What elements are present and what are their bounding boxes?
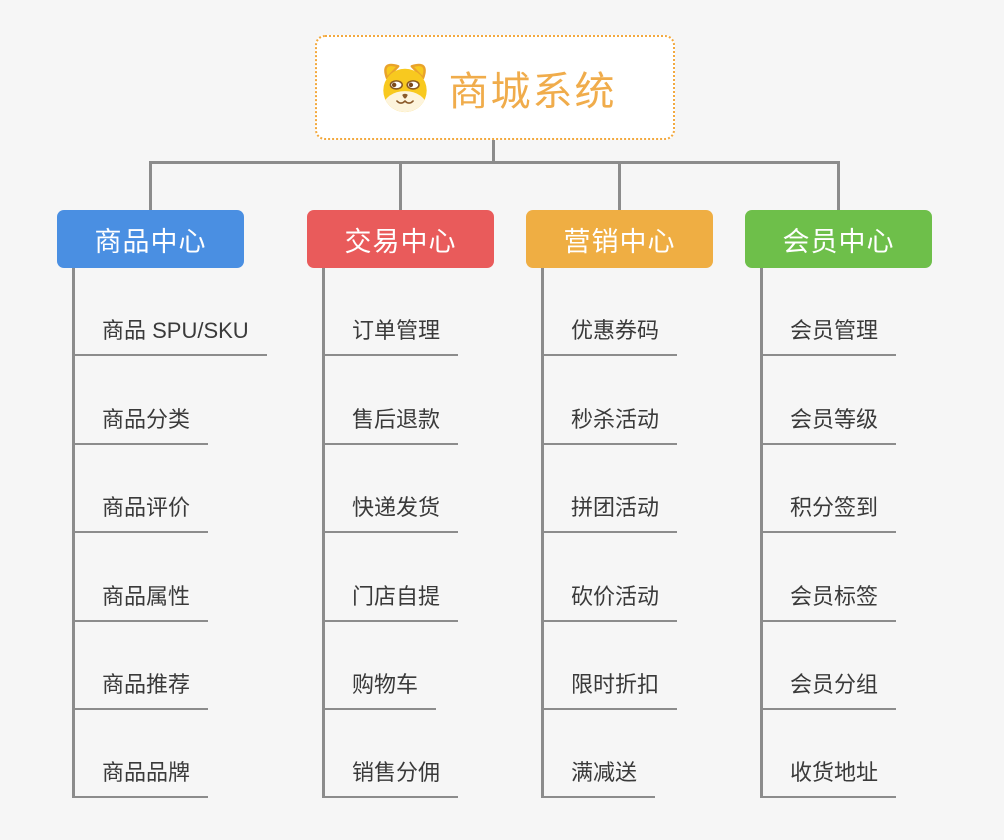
subtopic-node[interactable]: 拼团活动: [541, 490, 678, 534]
subtopic-row: 商品品牌: [72, 710, 267, 799]
root-title: 商城系统: [448, 69, 617, 114]
subtopic-row: 会员标签: [760, 533, 932, 622]
subtopic-row: 收货地址: [760, 710, 932, 799]
subtopic-node[interactable]: 优惠券码: [541, 313, 678, 357]
branch-node[interactable]: 交易中心: [307, 210, 494, 268]
subtopic-node[interactable]: 商品分类: [72, 402, 209, 445]
branch-column: 营销中心优惠券码秒杀活动拼团活动砍价活动限时折扣满减送: [526, 210, 713, 799]
connector-branch-drop: [149, 161, 152, 210]
subtopic-node[interactable]: 商品 SPU/SKU: [72, 313, 267, 357]
branch-node[interactable]: 会员中心: [745, 210, 932, 268]
branch-column: 会员中心会员管理会员等级积分签到会员标签会员分组收货地址: [745, 210, 932, 799]
subtopic-row: 会员分组: [760, 622, 932, 710]
subtopic-node[interactable]: 积分签到: [760, 490, 897, 534]
subtopic-node[interactable]: 收货地址: [760, 755, 897, 799]
subtopic-list: 优惠券码秒杀活动拼团活动砍价活动限时折扣满减送: [541, 268, 713, 799]
subtopic-row: 售后退款: [322, 356, 494, 445]
connector-root-drop: [492, 140, 495, 163]
subtopic-row: 快递发货: [322, 445, 494, 534]
branch-column: 商品中心商品 SPU/SKU 商品分类商品评价商品属性商品推荐商品品牌: [57, 210, 267, 799]
branch-node[interactable]: 商品中心: [57, 210, 244, 268]
subtopic-node[interactable]: 会员等级: [760, 402, 897, 445]
connector-branch-drop: [618, 161, 621, 210]
subtopic-row: 订单管理: [322, 268, 494, 357]
subtopic-row: 会员管理: [760, 268, 932, 357]
subtopic-row: 秒杀活动: [541, 356, 713, 445]
subtopic-list: 商品 SPU/SKU 商品分类商品评价商品属性商品推荐商品品牌: [72, 268, 267, 799]
connector-branch-drop: [837, 161, 840, 210]
subtopic-node[interactable]: 购物车: [322, 667, 437, 710]
subtopic-node[interactable]: 商品推荐: [72, 667, 209, 710]
subtopic-list: 会员管理会员等级积分签到会员标签会员分组收货地址: [760, 268, 932, 799]
subtopic-row: 满减送: [541, 710, 713, 799]
subtopic-node[interactable]: 商品品牌: [72, 755, 209, 799]
subtopic-node[interactable]: 会员分组: [760, 667, 897, 710]
subtopic-row: 限时折扣: [541, 622, 713, 710]
subtopic-row: 商品属性: [72, 533, 267, 622]
subtopic-row: 购物车: [322, 622, 494, 710]
root-node[interactable]: 商城系统: [315, 35, 675, 140]
subtopic-row: 拼团活动: [541, 445, 713, 534]
subtopic-node[interactable]: 销售分佣: [322, 755, 459, 799]
subtopic-node[interactable]: 商品属性: [72, 579, 209, 622]
subtopic-row: 商品 SPU/SKU: [72, 268, 267, 357]
subtopic-row: 商品评价: [72, 445, 267, 534]
subtopic-row: 砍价活动: [541, 533, 713, 622]
subtopic-node[interactable]: 订单管理: [322, 313, 459, 357]
subtopic-row: 商品分类: [72, 356, 267, 445]
subtopic-row: 门店自提: [322, 533, 494, 622]
subtopic-node[interactable]: 秒杀活动: [541, 402, 678, 445]
subtopic-node[interactable]: 快递发货: [322, 490, 459, 534]
subtopic-node[interactable]: 砍价活动: [541, 579, 678, 622]
branch-column: 交易中心订单管理售后退款快递发货门店自提购物车销售分佣: [307, 210, 494, 799]
subtopic-node[interactable]: 会员管理: [760, 313, 897, 357]
subtopic-node[interactable]: 售后退款: [322, 402, 459, 445]
branch-node[interactable]: 营销中心: [526, 210, 713, 268]
subtopic-node[interactable]: 门店自提: [322, 579, 459, 622]
connector-horizontal: [150, 161, 840, 164]
subtopic-row: 商品推荐: [72, 622, 267, 710]
subtopic-row: 会员等级: [760, 356, 932, 445]
subtopic-row: 积分签到: [760, 445, 932, 534]
subtopic-node[interactable]: 满减送: [541, 755, 656, 799]
dog-face-icon: [382, 63, 427, 112]
connector-branch-drop: [399, 161, 402, 210]
subtopic-node[interactable]: 会员标签: [760, 579, 897, 622]
subtopic-list: 订单管理售后退款快递发货门店自提购物车销售分佣: [322, 268, 494, 799]
subtopic-node[interactable]: 商品评价: [72, 490, 209, 534]
subtopic-row: 优惠券码: [541, 268, 713, 357]
subtopic-row: 销售分佣: [322, 710, 494, 799]
subtopic-node[interactable]: 限时折扣: [541, 667, 678, 710]
